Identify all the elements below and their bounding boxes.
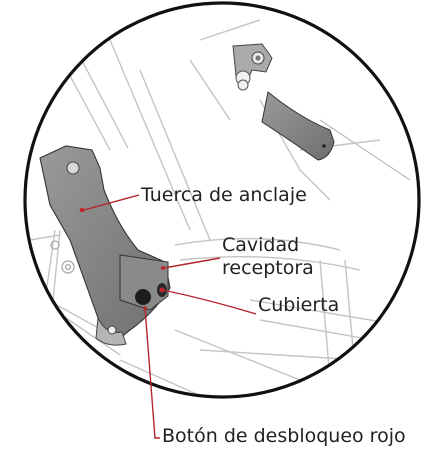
cover-label: Cubierta [258,294,340,316]
receiver-cavity-label-line2: receptora [222,257,314,279]
detail-circle [23,1,421,399]
receiver-cavity-label-line1: Cavidad [222,234,300,256]
upper-bracket [232,43,335,161]
anchor-nut-label: Tuerca de anclaje [141,184,307,206]
red-release-button-label: Botón de desbloqueo rojo [162,425,406,447]
main-bracket [39,145,171,346]
leader-lines [83,194,257,439]
